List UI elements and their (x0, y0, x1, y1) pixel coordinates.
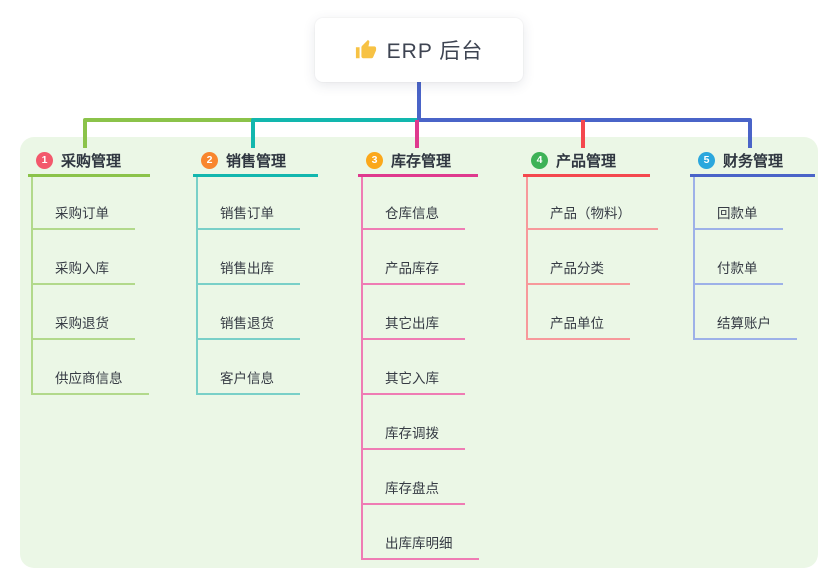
branch-underline (523, 174, 650, 177)
branch-number-badge: 3 (366, 151, 383, 169)
children-spine (31, 177, 33, 395)
child-node-label: 结算账户 (717, 316, 771, 331)
child-node-label: 付款单 (717, 261, 758, 276)
branch-number-badge: 1 (36, 151, 53, 169)
branch-label: 产品管理 (556, 152, 617, 170)
children-spine (196, 177, 198, 395)
child-node-label: 销售订单 (220, 206, 274, 221)
child-node-label: 采购入库 (55, 261, 109, 276)
branches-panel (20, 137, 818, 568)
branch-underline (690, 174, 815, 177)
child-node[interactable]: 库存调拨 (361, 416, 465, 450)
child-node[interactable]: 采购退货 (31, 306, 135, 340)
child-node-label: 产品分类 (550, 261, 604, 276)
child-node-label: 采购订单 (55, 206, 109, 221)
branch-number-badge: 2 (201, 151, 218, 169)
thumbs-up-icon (355, 39, 377, 61)
branch-number-badge: 5 (698, 151, 715, 169)
branch-node-5[interactable]: 5 财务管理 (698, 150, 783, 170)
child-node-label: 库存盘点 (385, 481, 439, 496)
branch-node-3[interactable]: 3 库存管理 (366, 150, 451, 170)
child-node[interactable]: 库存盘点 (361, 471, 465, 505)
child-node[interactable]: 供应商信息 (31, 361, 149, 395)
child-node[interactable]: 产品（物料） (526, 196, 658, 230)
branch-underline (193, 174, 318, 177)
child-node[interactable]: 产品单位 (526, 306, 630, 340)
root-node[interactable]: ERP 后台 (315, 18, 523, 82)
child-node-label: 采购退货 (55, 316, 109, 331)
children-spine (693, 177, 695, 340)
child-node[interactable]: 销售出库 (196, 251, 300, 285)
branch-number-badge: 4 (531, 151, 548, 169)
child-node-label: 产品（物料） (550, 206, 631, 221)
branch-label: 财务管理 (723, 152, 784, 170)
branch-underline (28, 174, 150, 177)
branch-node-1[interactable]: 1 采购管理 (36, 150, 121, 170)
branch-label: 采购管理 (61, 152, 122, 170)
child-node[interactable]: 产品分类 (526, 251, 630, 285)
child-node[interactable]: 客户信息 (196, 361, 300, 395)
branch-label: 销售管理 (226, 152, 287, 170)
child-node[interactable]: 付款单 (693, 251, 783, 285)
child-node[interactable]: 销售订单 (196, 196, 300, 230)
branch-underline (358, 174, 478, 177)
child-node[interactable]: 回款单 (693, 196, 783, 230)
branch-node-2[interactable]: 2 销售管理 (201, 150, 286, 170)
child-node-label: 仓库信息 (385, 206, 439, 221)
child-node-label: 回款单 (717, 206, 758, 221)
child-node-label: 销售出库 (220, 261, 274, 276)
branch-label: 库存管理 (391, 152, 452, 170)
children-spine (526, 177, 528, 340)
child-node[interactable]: 其它出库 (361, 306, 465, 340)
child-node-label: 客户信息 (220, 371, 274, 386)
child-node[interactable]: 出库库明细 (361, 526, 479, 560)
branch-node-4[interactable]: 4 产品管理 (531, 150, 616, 170)
child-node-label: 库存调拨 (385, 426, 439, 441)
child-node-label: 供应商信息 (55, 371, 123, 386)
children-spine (361, 177, 363, 560)
child-node-label: 其它出库 (385, 316, 439, 331)
child-node-label: 其它入库 (385, 371, 439, 386)
child-node-label: 销售退货 (220, 316, 274, 331)
child-node[interactable]: 结算账户 (693, 306, 797, 340)
child-node[interactable]: 销售退货 (196, 306, 300, 340)
root-node-label: ERP 后台 (386, 40, 484, 63)
child-node[interactable]: 其它入库 (361, 361, 465, 395)
child-node[interactable]: 采购入库 (31, 251, 135, 285)
child-node-label: 产品库存 (385, 261, 439, 276)
child-node[interactable]: 产品库存 (361, 251, 465, 285)
child-node[interactable]: 仓库信息 (361, 196, 465, 230)
child-node-label: 出库库明细 (385, 536, 453, 551)
child-node-label: 产品单位 (550, 316, 604, 331)
child-node[interactable]: 采购订单 (31, 196, 135, 230)
